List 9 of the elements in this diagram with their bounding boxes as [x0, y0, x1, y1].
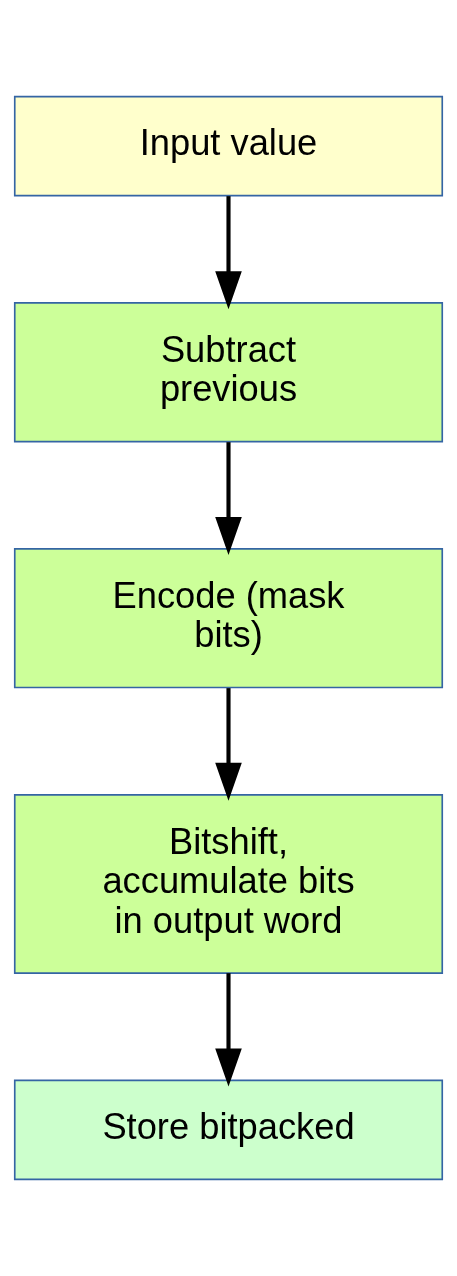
node-box: Input value [13, 95, 444, 197]
node-box: Encode (mask bits) [13, 548, 444, 689]
arrow [215, 973, 242, 1087]
node-box: Bitshift, accumulate bits in output word [13, 794, 444, 974]
arrow [215, 688, 242, 801]
node-box: Subtract previous [13, 302, 444, 443]
arrow [215, 442, 242, 556]
node-box: Store bitpacked [13, 1079, 444, 1181]
arrow [215, 196, 242, 310]
